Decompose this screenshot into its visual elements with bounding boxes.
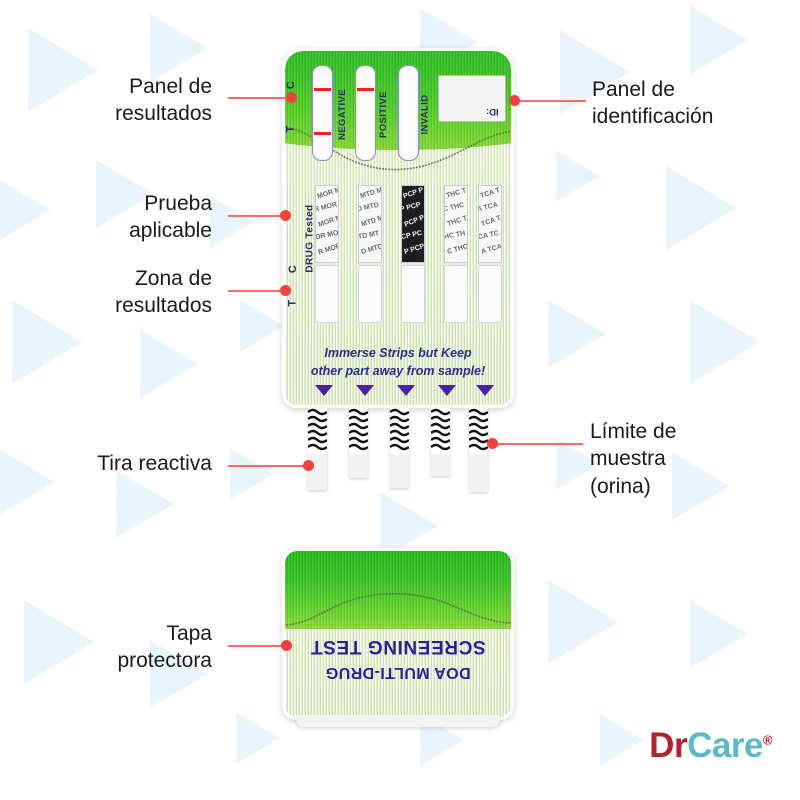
strip-pattern <box>469 408 488 454</box>
cap-line-2: DOA MULTI-DRUG <box>325 664 471 681</box>
reactive-strip <box>431 408 450 476</box>
result-window-positive <box>355 65 376 161</box>
results-window <box>401 265 425 323</box>
logo-care: Care <box>687 726 763 765</box>
callout-applicable-test-label: Prueba aplicable <box>129 192 212 243</box>
result-window-invalid <box>398 65 419 161</box>
control-line-c <box>357 88 374 92</box>
cap-body: SCREENING TEST DOA MULTI-DRUG <box>285 551 511 717</box>
down-arrow-icon <box>476 385 494 396</box>
down-arrow-icon <box>356 385 374 396</box>
leader-line <box>228 290 286 292</box>
window-caption-invalid: INVALID <box>419 94 431 135</box>
leader-dot <box>281 640 292 651</box>
leader-dot <box>286 92 297 103</box>
results-window <box>315 265 339 323</box>
device-body: C T NEGATIVE POSITIVE INVALID ID: DRUG T… <box>285 51 511 405</box>
drug-pad-mor: MOR M R MOR MOR M OR MO R MOR <box>315 185 339 263</box>
control-line-c <box>314 88 331 92</box>
callout-results-panel-label: Panel de resultados <box>115 75 212 126</box>
identification-box[interactable]: ID: <box>438 75 506 122</box>
reactive-strip <box>308 408 327 490</box>
window-caption-negative: NEGATIVE <box>337 88 349 141</box>
window-caption-positive: POSITIVE <box>378 90 390 139</box>
id-label: ID: <box>486 106 499 117</box>
strip-pattern <box>390 408 409 454</box>
leader-dot <box>509 95 520 106</box>
strip-pattern <box>349 408 368 454</box>
callout-identification-panel-label: Panel de identificación <box>592 78 714 129</box>
drug-pad-thc: THC T C THC THC T HC TH C THC <box>444 185 468 263</box>
reactive-strip <box>349 408 368 478</box>
drug-pad-mtd: MTD M D MTD MTD M TD MT D MTD <box>358 185 382 263</box>
instruction-line-2: other part away from sample! <box>310 364 486 378</box>
reactive-strip <box>469 408 488 492</box>
callout-reactive-strip-label: Tira reactiva <box>97 452 212 475</box>
leader-dot <box>487 438 498 449</box>
leader-line <box>518 100 586 102</box>
result-window-negative <box>312 65 333 161</box>
callout-protective-cap-label: Tapa protectora <box>117 622 212 673</box>
down-arrow-icon <box>315 385 333 396</box>
callout-results-zone-label: Zona de resultados <box>115 267 212 318</box>
down-arrow-icon <box>397 385 415 396</box>
test-line-t <box>314 132 331 136</box>
leader-line <box>495 443 583 445</box>
zone-label-left-t: T <box>286 299 299 307</box>
cap-green-header <box>285 551 511 629</box>
results-window <box>444 265 468 323</box>
test-device: C T NEGATIVE POSITIVE INVALID ID: DRUG T… <box>282 48 514 408</box>
result-label-c: C <box>285 80 298 90</box>
protective-cap: SCREENING TEST DOA MULTI-DRUG <box>282 548 514 727</box>
leader-dot <box>280 210 291 221</box>
results-window <box>478 265 502 323</box>
logo-dr: Dr <box>649 726 688 765</box>
reactive-strip <box>390 408 409 488</box>
callout-sample-limit-label: Límite de muestra (orina) <box>590 420 677 498</box>
result-label-t: T <box>285 125 297 133</box>
zone-label-left-c: C <box>287 264 300 274</box>
logo-registered-mark: ® <box>762 732 773 748</box>
down-arrow-icon <box>438 385 456 396</box>
cap-foot <box>296 715 500 727</box>
cap-line-1: SCREENING TEST <box>310 636 486 657</box>
results-window <box>358 265 382 323</box>
drug-tested-label: DRUG Tested <box>304 204 316 273</box>
leader-dot <box>280 285 291 296</box>
strip-pattern <box>431 408 450 454</box>
brand-logo: DrCare® <box>649 726 772 766</box>
drug-pad-tca: TCA T A TCA TCA T CA TC A TCA <box>478 185 502 263</box>
leader-line <box>228 97 292 99</box>
strip-pattern <box>308 408 327 454</box>
drug-pad-pcp: PCP P P PCP PCP P CP PC P PCP <box>401 185 425 263</box>
instruction-line-1: Immerse Strips but Keep <box>324 346 472 360</box>
leader-line <box>228 215 286 217</box>
leader-dot <box>303 460 314 471</box>
leader-line <box>228 645 286 647</box>
leader-line <box>228 465 308 467</box>
cap-wave-divider <box>285 592 511 626</box>
